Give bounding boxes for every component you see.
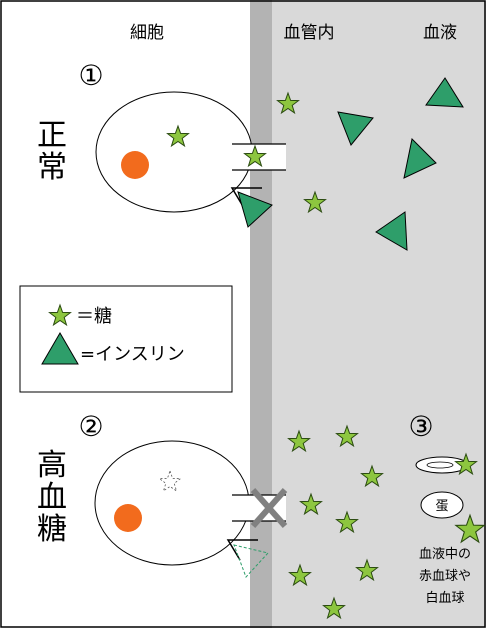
insulin-triangle [337, 111, 374, 146]
blocked-cross-icon [250, 488, 288, 528]
insulin-receptor [230, 187, 262, 209]
panel3-caption-line2: 赤血球や [419, 569, 471, 584]
nucleus-normal [121, 151, 149, 179]
panel3-caption-line3: 白血球 [425, 590, 464, 606]
legend-insulin-label: =インスリン [80, 344, 185, 365]
cell-normal [95, 91, 253, 213]
panel2-label-line1: 高 [37, 448, 67, 483]
panel1-label-line2: 常 [37, 150, 67, 185]
insulin-receptor-empty [226, 539, 258, 561]
panel3-marker: ③ [408, 410, 433, 443]
panel3-caption-line1: 血液中の [419, 547, 471, 562]
legend-sugar-label: ＝糖 [76, 306, 112, 327]
red-blood-cell-icon [415, 456, 469, 474]
header-cell: 細胞 [130, 23, 164, 43]
vessel-wall [250, 0, 272, 628]
insulin-triangle [425, 77, 464, 108]
panel1-marker: ① [78, 59, 103, 92]
panel2-label-line3: 糖 [37, 512, 67, 547]
insulin-triangle [375, 211, 408, 251]
insulin-triangle [403, 137, 437, 179]
nucleus-hyperglycemia [114, 504, 142, 532]
insulin-bound [237, 191, 273, 228]
header-blood: 血液 [423, 23, 457, 43]
panel2-label-line2: 血 [37, 480, 67, 515]
header-vessel: 血管内 [284, 23, 335, 43]
cell-hyperglycemia [94, 440, 250, 566]
panel1-label-line1: 正 [37, 118, 67, 153]
protein-ellipse [420, 491, 464, 519]
insulin-missing [233, 544, 269, 578]
legend-insulin-icon [41, 332, 79, 365]
panel2-marker: ② [78, 410, 103, 443]
protein-label: 蛋 [435, 499, 448, 514]
legend-box [19, 285, 233, 393]
